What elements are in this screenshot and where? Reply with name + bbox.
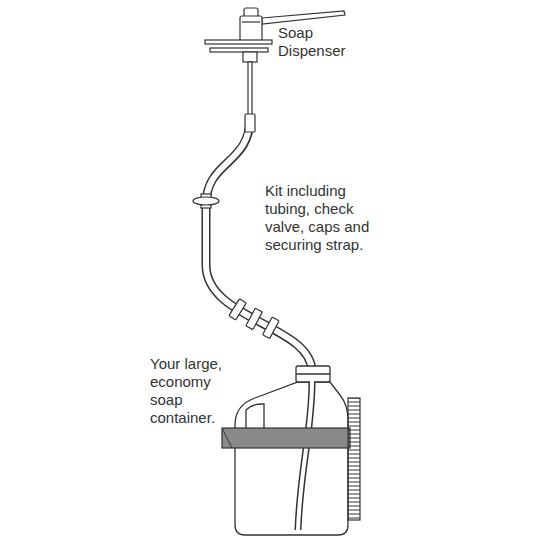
tube-inner	[206, 117, 250, 265]
jug-cap	[296, 366, 330, 382]
caps	[229, 299, 279, 339]
stem	[248, 62, 252, 120]
tube-cap	[246, 308, 262, 329]
container-label: Your large, economy soap container.	[150, 355, 232, 427]
securing-strap	[222, 428, 350, 448]
nut	[243, 52, 257, 62]
pump-ring	[242, 21, 260, 22]
mounting-strip	[348, 398, 360, 520]
part-label: Soap Dispenser	[278, 24, 360, 60]
spout	[262, 11, 345, 24]
strap-end	[222, 428, 232, 448]
soap-container	[235, 366, 348, 535]
check-valve	[193, 194, 219, 208]
jug-body	[235, 382, 348, 535]
cap-ring	[296, 373, 330, 374]
tube-cap	[263, 317, 280, 338]
pump-body	[240, 16, 262, 41]
inner-tube	[298, 381, 312, 530]
kit-label: Kit including tubing, check valve, caps …	[265, 182, 389, 254]
tube-cap	[229, 299, 246, 320]
tube-outline	[206, 118, 250, 265]
counter-plate	[210, 48, 268, 52]
tube-sleeve	[245, 114, 255, 132]
flange	[205, 40, 272, 44]
soap-dispenser	[205, 8, 345, 120]
